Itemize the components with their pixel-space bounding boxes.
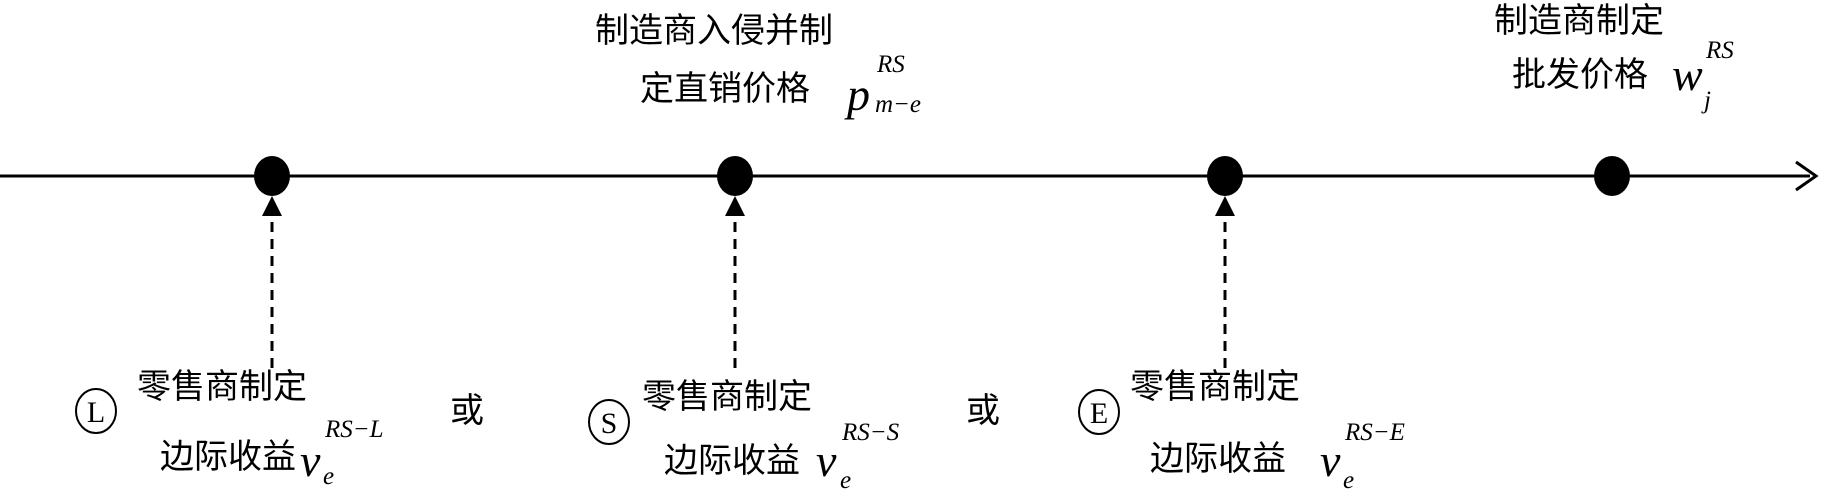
option-e: E 零售商制定 边际收益 v RS−E e [1078, 367, 1405, 494]
timeline-dot-3 [1207, 156, 1243, 196]
marker-e-circle [1078, 389, 1120, 435]
event-encroach-line1: 制造商入侵并制 [595, 11, 833, 51]
event-wholesale-sup: RS [1705, 37, 1734, 64]
option-s-line2: 边际收益 [664, 441, 800, 481]
option-l-sup: RS−L [324, 416, 384, 443]
option-s-sup: RS−S [841, 419, 900, 446]
marker-s-label: S [601, 407, 618, 440]
option-e-sup: RS−E [1344, 419, 1405, 446]
option-e-line2: 边际收益 [1150, 439, 1286, 479]
marker-l-circle [75, 388, 117, 434]
option-s-line1: 零售商制定 [642, 377, 812, 417]
dashed-arrow-2 [725, 196, 745, 368]
dashed-arrow-3 [1215, 196, 1235, 368]
event-encroach-sub: m−e [875, 91, 921, 118]
option-l-line1: 零售商制定 [137, 367, 307, 407]
option-e-var: v [1320, 435, 1341, 486]
marker-s-circle [588, 399, 630, 445]
option-e-line1: 零售商制定 [1130, 367, 1300, 407]
event-wholesale-var: w [1672, 49, 1703, 100]
option-s-var: v [816, 435, 837, 486]
event-wholesale-sub: j [1701, 87, 1711, 114]
option-s: S 零售商制定 边际收益 v RS−S e [588, 377, 900, 494]
option-e-sub: e [1343, 467, 1354, 494]
event-encroach-sup: RS [876, 51, 905, 78]
event-wholesale: 制造商制定 批发价格 w RS j [1494, 1, 1734, 114]
event-wholesale-line1: 制造商制定 [1494, 1, 1664, 41]
option-l-var: v [300, 435, 321, 486]
marker-l-label: L [87, 396, 105, 429]
event-encroach: 制造商入侵并制 定直销价格 p RS m−e [595, 11, 921, 120]
timeline-dot-4 [1594, 156, 1630, 196]
timeline-dot-2 [717, 156, 753, 196]
or-connector-1: 或 [450, 391, 484, 431]
option-l: L 零售商制定 边际收益 v RS−L e [75, 367, 384, 490]
option-l-sub: e [323, 463, 334, 490]
timeline-dot-1 [254, 156, 290, 196]
event-encroach-line2: 定直销价格 [640, 69, 810, 109]
option-l-line2: 边际收益 [160, 437, 296, 477]
or-connector-2: 或 [966, 391, 1000, 431]
dashed-arrow-1 [262, 196, 282, 368]
event-encroach-var: p [844, 69, 870, 120]
option-s-sub: e [840, 467, 851, 494]
marker-e-label: E [1090, 397, 1108, 430]
timeline-arrowhead [1795, 160, 1819, 192]
event-wholesale-line2: 批发价格 [1512, 55, 1648, 95]
